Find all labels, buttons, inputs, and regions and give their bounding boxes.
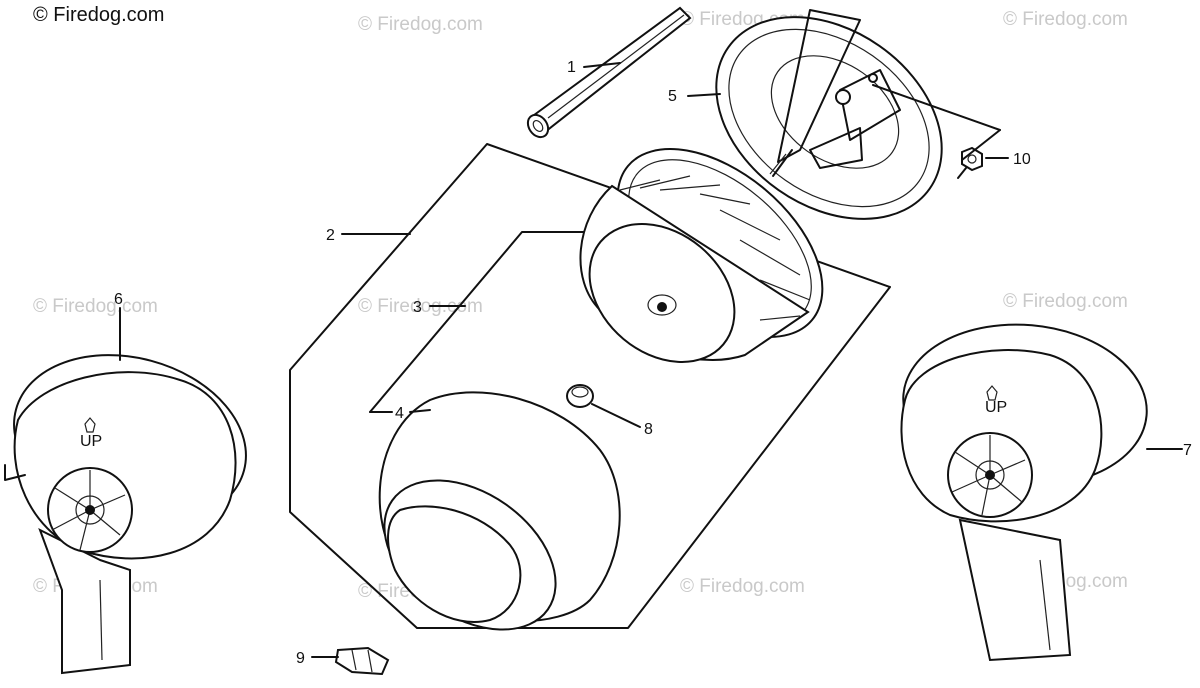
part-case-cover (715, 9, 943, 220)
callout-8: 8 (644, 421, 653, 438)
leader-lines (119, 62, 1183, 658)
part-case-right: UP (900, 323, 1148, 662)
callout-7: 7 (1183, 442, 1192, 459)
up-marking: UP (80, 433, 102, 450)
watermark: © Firedog.com (1003, 9, 1128, 30)
part-case-left: UP (4, 354, 247, 675)
part-nut (957, 146, 983, 179)
part-grommet (566, 384, 641, 428)
part-clip (334, 646, 390, 676)
part-tube (526, 6, 692, 139)
watermark: © Firedog.com (33, 296, 158, 317)
callout-6: 6 (114, 291, 123, 308)
part-filter-element (579, 148, 824, 363)
watermark: © Firedog.com (358, 296, 483, 317)
copyright-text: © Firedog.com (33, 4, 165, 26)
callout-5: 5 (668, 88, 677, 105)
callout-3: 3 (413, 299, 422, 316)
watermark: © Firedog.com (358, 14, 483, 35)
callout-2: 2 (326, 227, 335, 244)
callout-4: 4 (395, 405, 404, 422)
watermark: © Firedog.com (680, 576, 805, 597)
part-foam-element (378, 391, 621, 631)
callout-labels: 1 2 3 4 5 6 7 8 9 10 (114, 59, 1192, 667)
watermark: © Firedog.com (1003, 291, 1128, 312)
up-marking: UP (985, 399, 1007, 416)
callout-10: 10 (1013, 151, 1031, 168)
element-bracket (369, 231, 601, 413)
callout-9: 9 (296, 650, 305, 667)
callout-1: 1 (567, 59, 576, 76)
assembly-outline (289, 143, 891, 629)
